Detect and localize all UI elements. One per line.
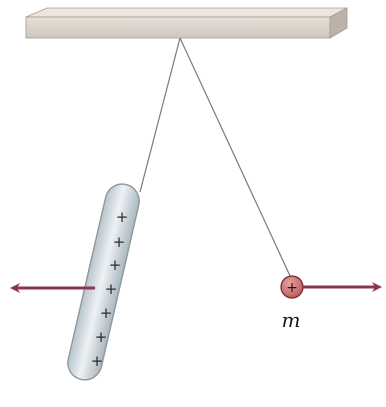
rod-charge-3: + [109,256,122,274]
rod-charge-1: + [116,208,129,226]
sphere-charge: + [286,280,298,296]
rod-charge-2: + [113,233,126,251]
rod-charge-7: + [91,352,104,370]
charged-sphere: + [280,275,304,299]
charged-rod [67,183,140,381]
ceiling-support [25,7,348,39]
rod-charge-5: + [100,304,113,322]
rod-charges: + + + + + + + [91,208,129,370]
sphere-string [179,37,292,279]
rod-charge-4: + [105,280,118,298]
rod-charge-6: + [95,328,108,346]
rod-string [139,37,181,193]
mass-label: m [282,308,301,332]
